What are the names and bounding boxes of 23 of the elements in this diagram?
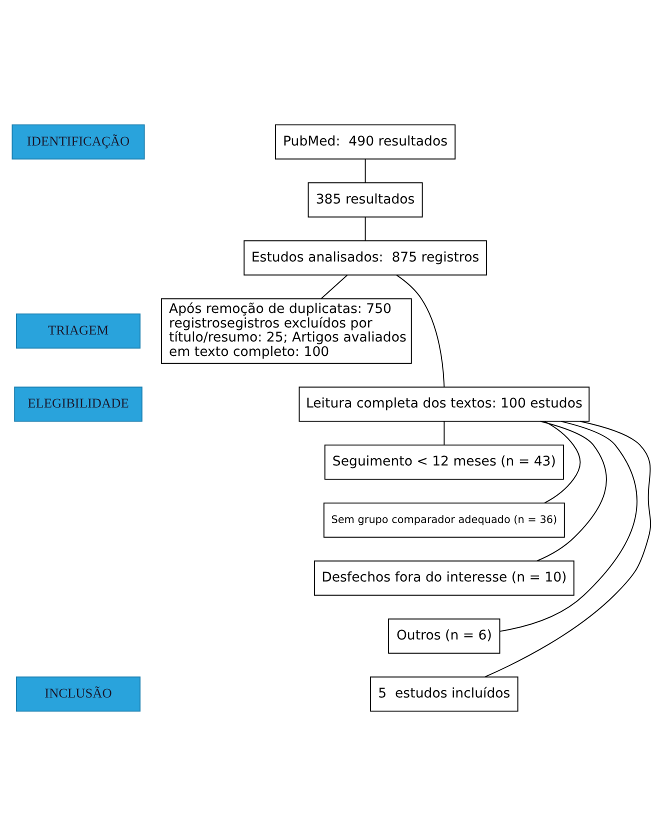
node-box: Estudos analisados: 875 registros (244, 240, 487, 275)
node-box: TRIAGEM (16, 312, 141, 348)
connector (484, 420, 652, 677)
connector (444, 420, 445, 445)
node-box: 5 estudos incluídos (370, 676, 518, 712)
node-box: Desfechos fora do interesse (n = 10) (314, 560, 574, 596)
connector (364, 158, 366, 183)
node-box: ELEGIBILIDADE (14, 386, 142, 422)
node-box: IDENTIFICAÇÃO (12, 124, 145, 159)
node-box: Leitura completa dos textos: 100 estudos (298, 386, 590, 422)
node-box: Sem grupo comparador adequado (n = 36) (323, 502, 565, 538)
connector (364, 216, 366, 240)
node-box: Após remoção de duplicatas: 750 registrosegistros excluídos por título/resumo: 25; Artigos avaliados em texto completo: 100 (160, 298, 412, 364)
node-box: INCLUSÃO (16, 676, 141, 712)
node-box: Outros (n = 6) (388, 618, 500, 654)
node-box: 385 resultados (308, 182, 423, 217)
connector (499, 420, 638, 632)
node-box: Seguimento < 12 meses (n = 43) (324, 444, 564, 480)
connector (544, 420, 581, 503)
connector (396, 274, 445, 387)
connector (320, 274, 348, 298)
node-box: PubMed: 490 resultados (275, 124, 456, 159)
connector (536, 420, 607, 561)
